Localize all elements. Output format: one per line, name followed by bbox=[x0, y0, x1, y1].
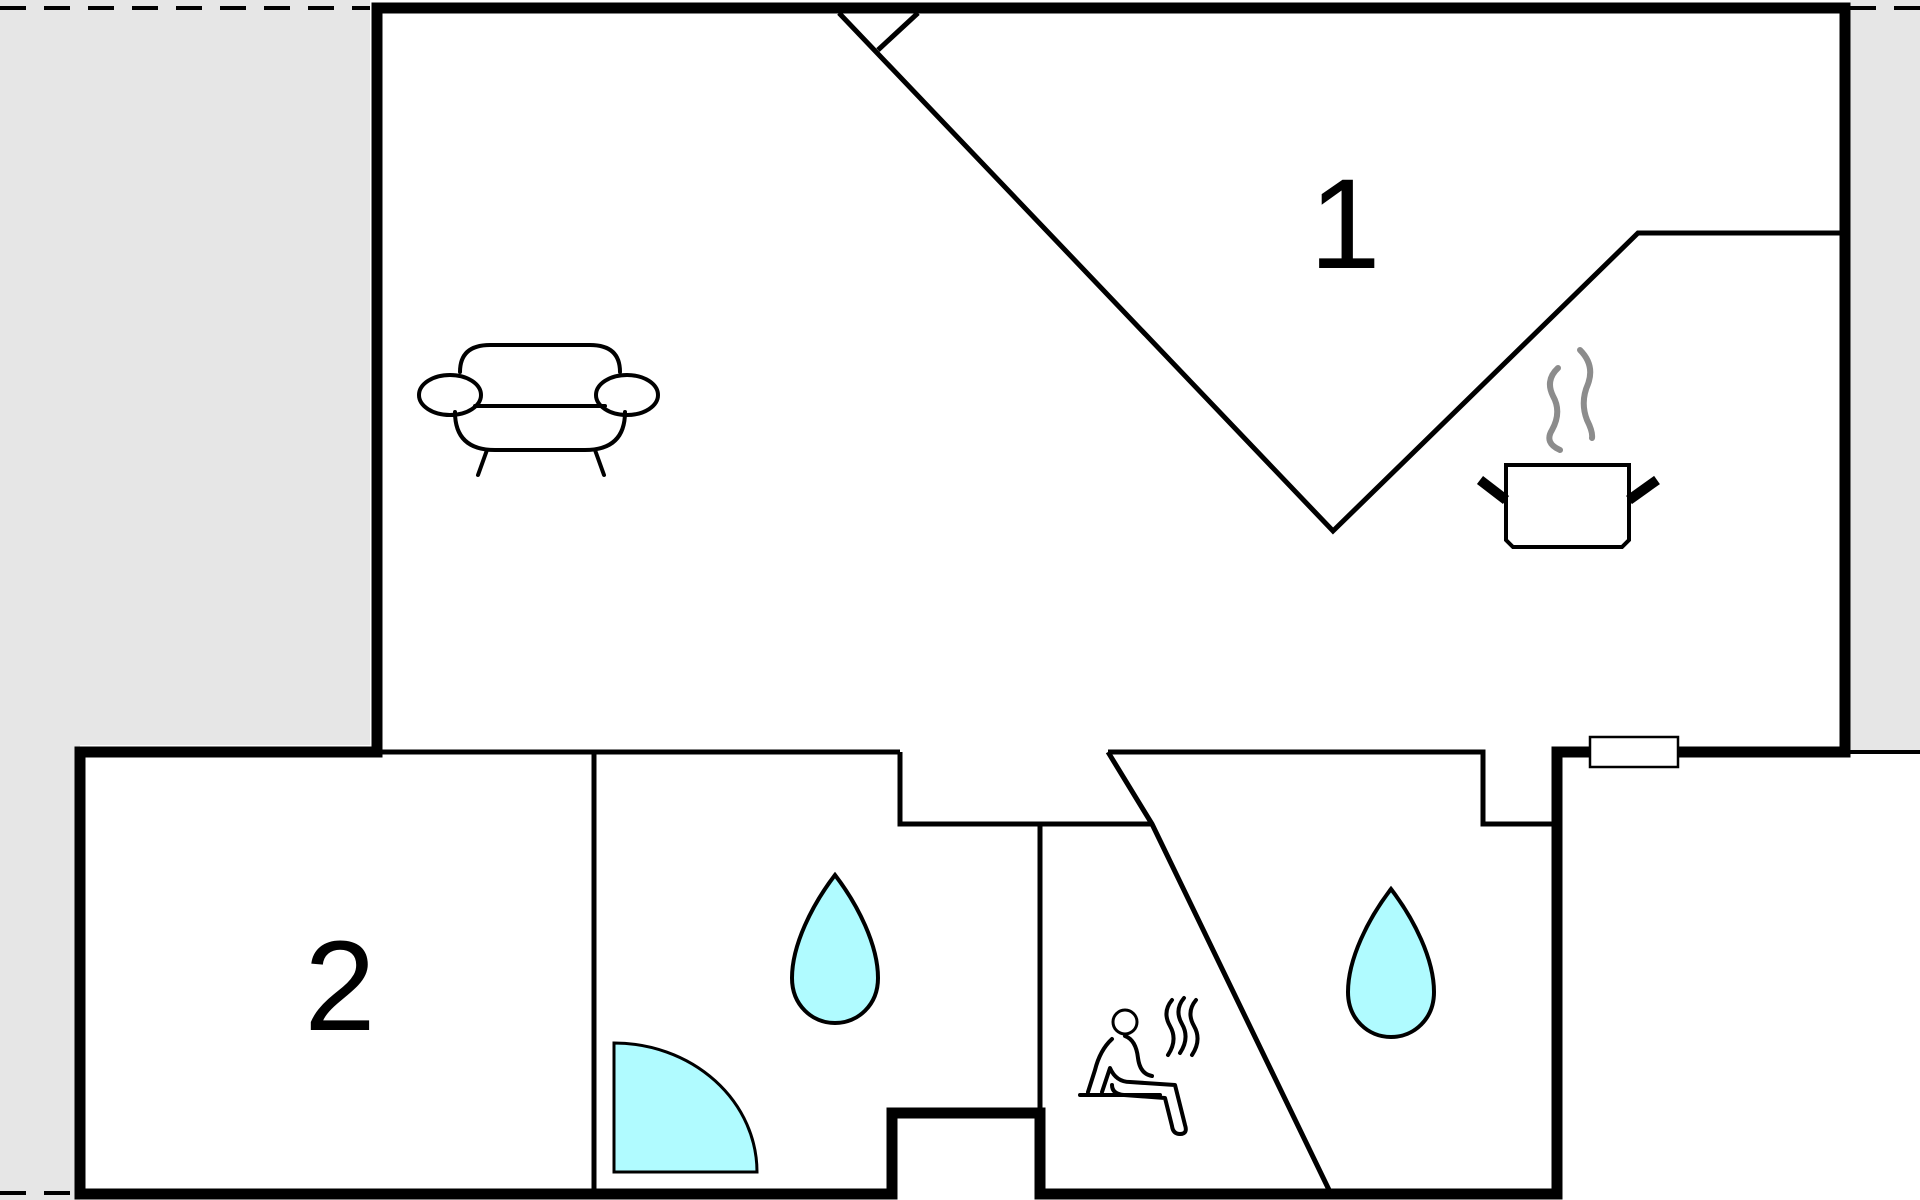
shower-icon bbox=[612, 1041, 759, 1174]
wall-bath-right bbox=[1108, 749, 1557, 827]
wall-bath-left bbox=[897, 752, 1152, 827]
exterior-wall bbox=[371, 2, 1851, 758]
wall-sauna-diagonal bbox=[1105, 750, 1334, 1196]
room-label-1: 1 bbox=[1309, 153, 1380, 296]
outside-area-right bbox=[1850, 0, 1920, 752]
sauna-icon bbox=[1078, 996, 1200, 1136]
room-label-2: 2 bbox=[304, 915, 375, 1058]
wall-diagonal-living bbox=[837, 11, 1845, 535]
water-drop-icon bbox=[789, 871, 881, 1026]
outside-area-left-lower bbox=[0, 745, 80, 1200]
sofa-icon bbox=[417, 343, 660, 477]
door-swing-marker bbox=[876, 11, 920, 52]
outside-area-left bbox=[0, 0, 370, 745]
water-drop-icon bbox=[1345, 885, 1437, 1040]
cooking-pot-icon bbox=[1476, 347, 1660, 549]
window bbox=[1588, 735, 1680, 769]
exterior-wall-lower bbox=[74, 746, 1596, 1200]
